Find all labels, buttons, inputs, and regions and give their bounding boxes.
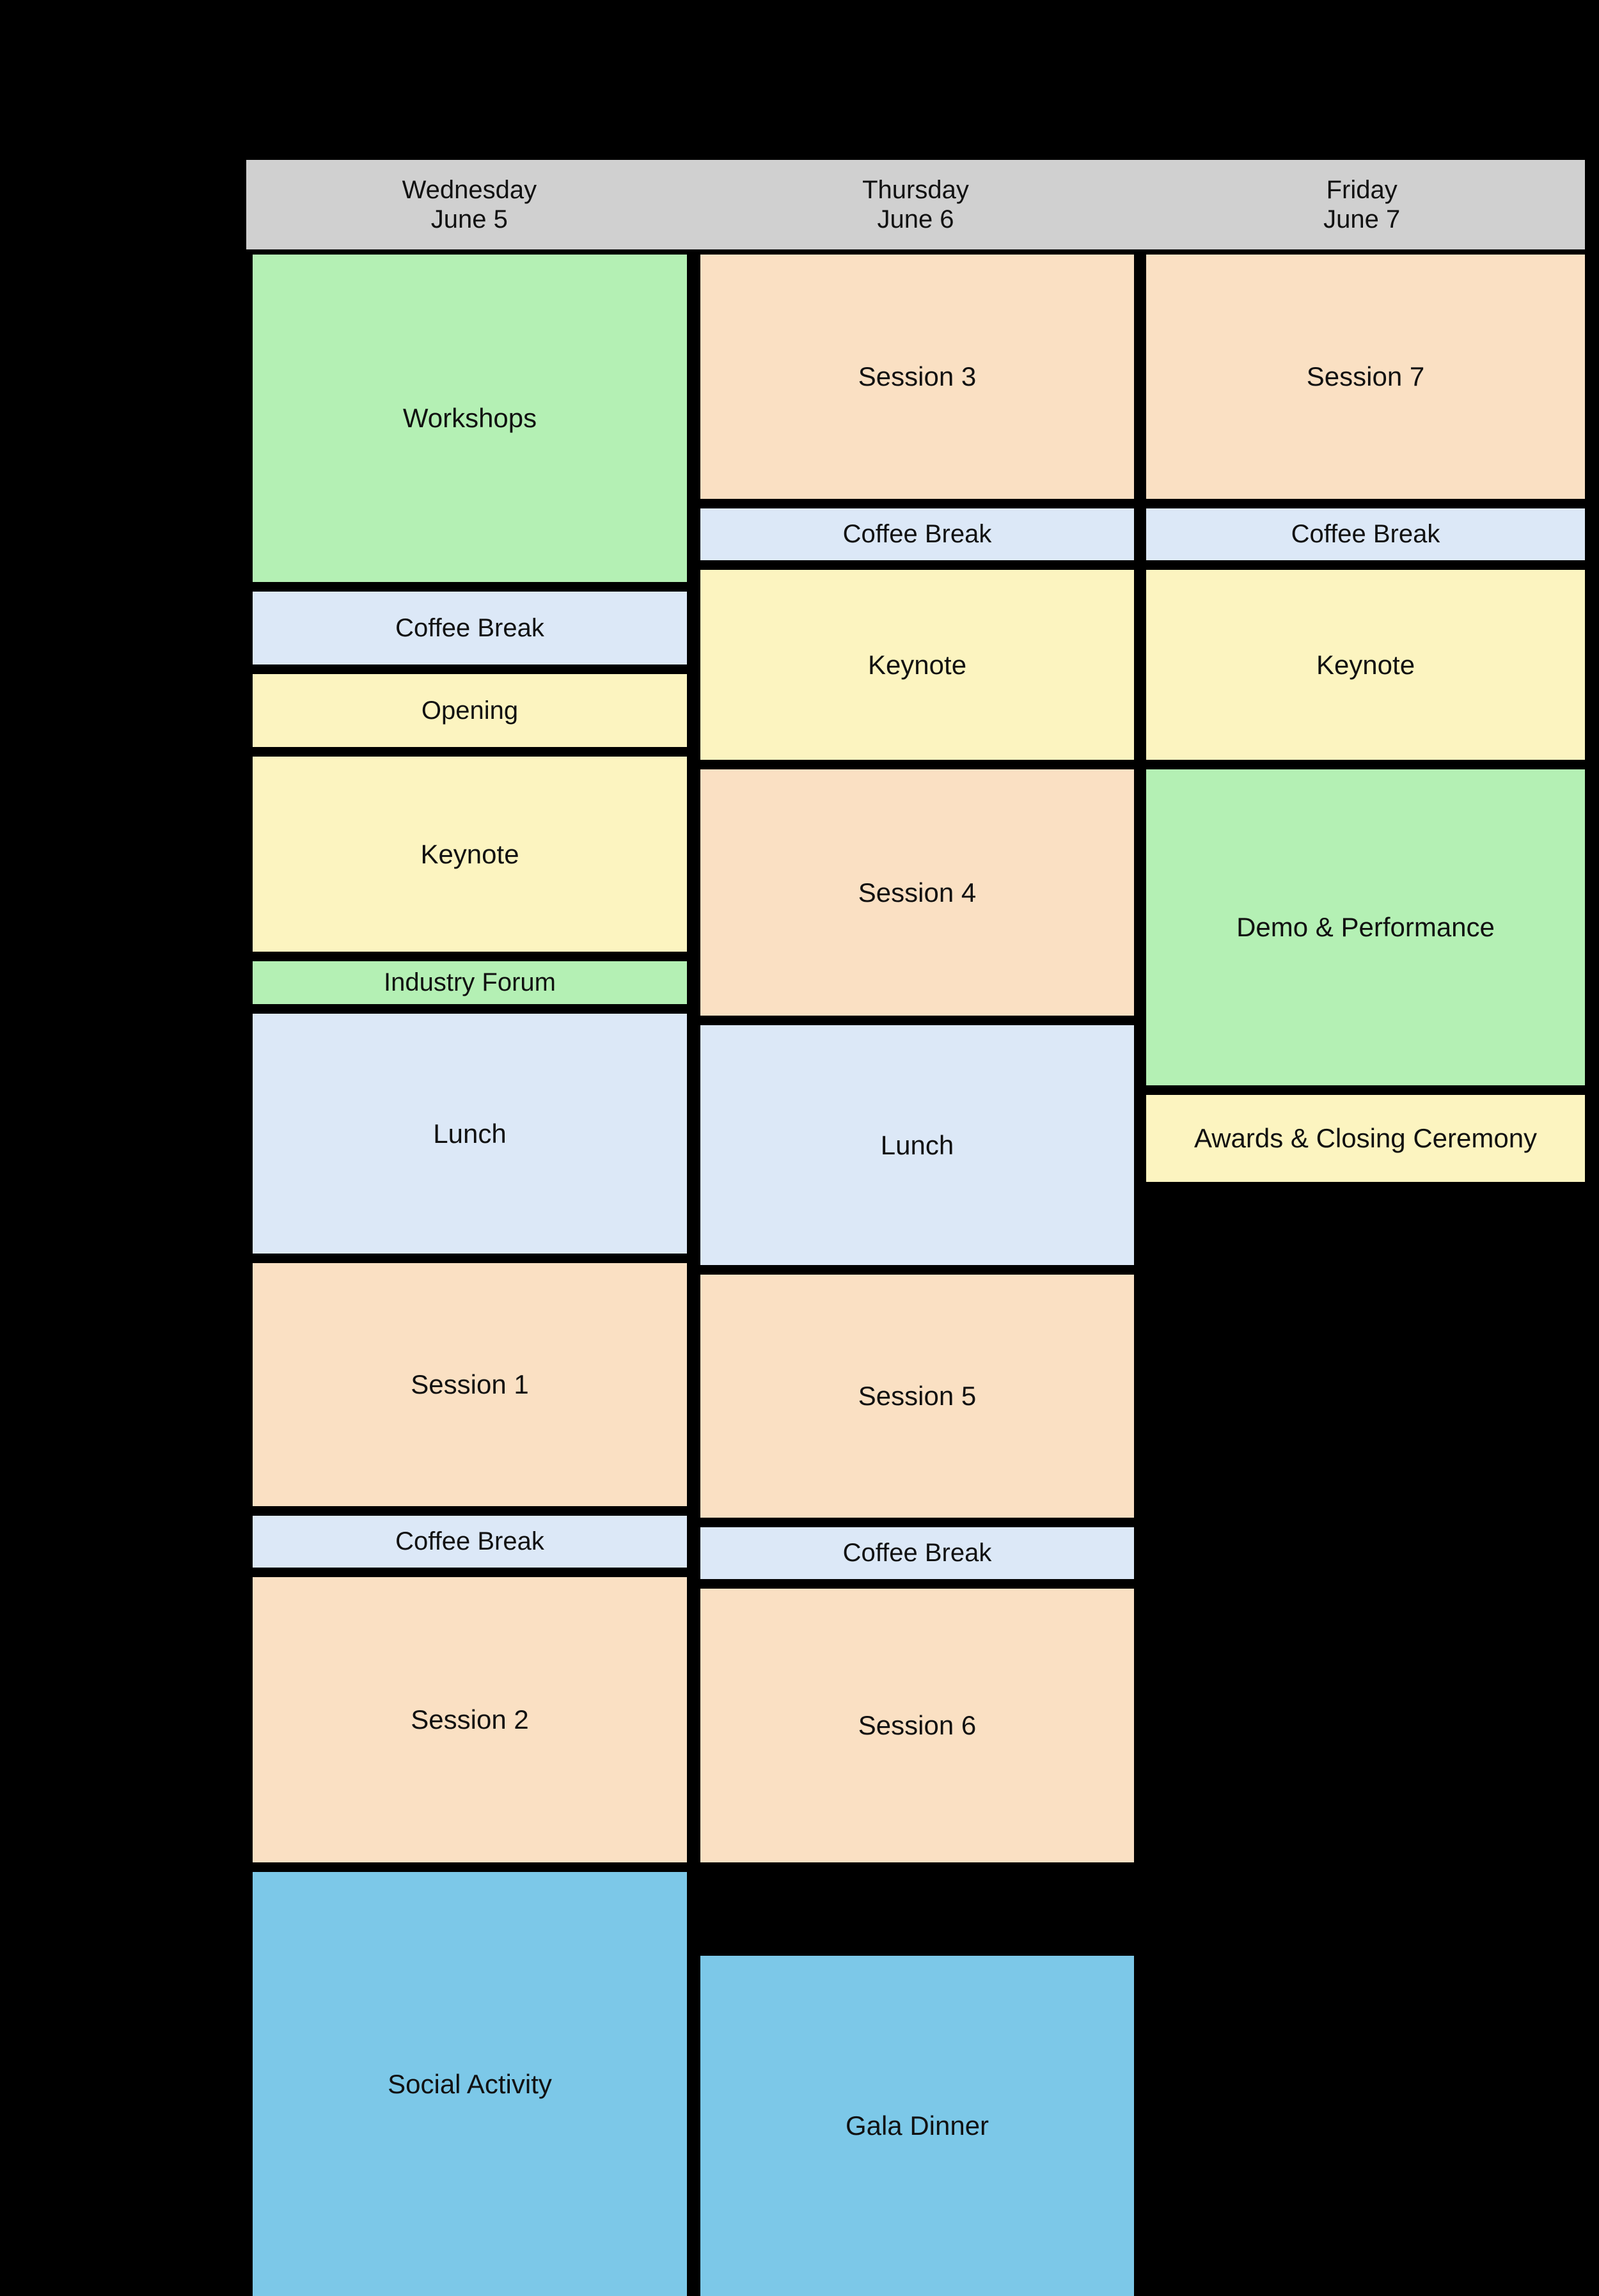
event-block[interactable]: Session 3	[700, 255, 1134, 499]
event-block[interactable]: Session 1	[253, 1263, 687, 1506]
event-label: Session 6	[858, 1710, 977, 1741]
event-label: Social Activity	[388, 2068, 552, 2099]
event-block[interactable]: Session 6	[700, 1589, 1134, 1862]
event-label: Coffee Break	[395, 613, 544, 642]
event-label: Gala Dinner	[845, 2111, 989, 2141]
event-label: Industry Forum	[384, 968, 556, 997]
day-date: June 6	[877, 205, 954, 233]
event-block[interactable]: Session 7	[1146, 255, 1585, 499]
event-label: Workshops	[402, 403, 537, 434]
event-block[interactable]: Social Activity	[253, 1872, 687, 2296]
event-block[interactable]: Keynote	[700, 570, 1134, 760]
day-header-friday: Friday June 7	[1138, 160, 1585, 249]
event-label: Coffee Break	[842, 1539, 992, 1568]
event-label: Session 4	[858, 877, 977, 908]
event-block[interactable]: Coffee Break	[700, 1527, 1134, 1579]
event-block[interactable]: Industry Forum	[253, 961, 687, 1004]
event-block[interactable]: Gala Dinner	[700, 1956, 1134, 2296]
event-label: Lunch	[433, 1118, 507, 1149]
event-block[interactable]: Session 5	[700, 1275, 1134, 1518]
event-block[interactable]: Awards & Closing Ceremony	[1146, 1095, 1585, 1182]
event-block[interactable]: Keynote	[253, 757, 687, 952]
event-label: Coffee Break	[395, 1527, 544, 1556]
day-header-thursday: Thursday June 6	[693, 160, 1139, 249]
event-label: Session 5	[858, 1381, 977, 1411]
event-block[interactable]: Keynote	[1146, 570, 1585, 760]
event-label: Keynote	[1316, 649, 1415, 680]
event-label: Coffee Break	[842, 520, 992, 549]
event-label: Demo & Performance	[1236, 912, 1495, 943]
event-block[interactable]: Coffee Break	[1146, 508, 1585, 560]
event-block[interactable]: Session 4	[700, 769, 1134, 1016]
day-header-wednesday: Wednesday June 5	[246, 160, 693, 249]
event-label: Lunch	[880, 1129, 954, 1160]
event-label: Awards & Closing Ceremony	[1193, 1123, 1538, 1154]
event-block[interactable]: Coffee Break	[700, 508, 1134, 560]
day-name: Thursday	[862, 176, 969, 204]
event-label: Keynote	[420, 838, 519, 869]
event-label: Session 2	[411, 1704, 529, 1735]
event-block[interactable]: Workshops	[253, 255, 687, 582]
event-label: Session 7	[1306, 361, 1425, 392]
event-label: Session 3	[858, 361, 977, 392]
event-block[interactable]: Opening	[253, 674, 687, 747]
event-block[interactable]: Lunch	[700, 1025, 1134, 1265]
event-block[interactable]: Demo & Performance	[1146, 769, 1585, 1085]
event-label: Session 1	[411, 1369, 529, 1400]
event-block[interactable]: Coffee Break	[253, 1516, 687, 1568]
event-block[interactable]: Coffee Break	[253, 592, 687, 664]
day-name: Friday	[1326, 176, 1398, 204]
event-block[interactable]: Lunch	[253, 1014, 687, 1254]
event-block[interactable]: Session 2	[253, 1577, 687, 1862]
day-name: Wednesday	[402, 176, 537, 204]
event-label: Opening	[421, 696, 519, 725]
event-label: Keynote	[867, 649, 967, 680]
day-date: June 7	[1323, 205, 1401, 233]
day-date: June 5	[430, 205, 508, 233]
event-label: Coffee Break	[1291, 520, 1440, 549]
schedule-header: Wednesday June 5 Thursday June 6 Friday …	[246, 160, 1585, 249]
